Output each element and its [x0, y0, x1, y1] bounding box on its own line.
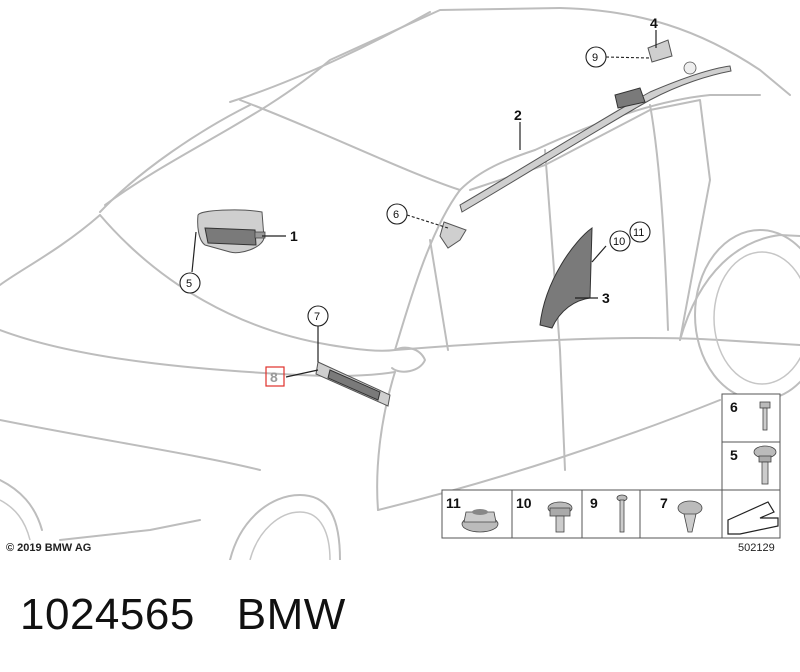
- flange-bolt-icon: [753, 445, 777, 485]
- legend-item-9: 9: [590, 495, 598, 511]
- legend-item-6: 6: [730, 399, 738, 415]
- legend-item-11: 11: [446, 495, 461, 511]
- part-3-side-trim: [539, 227, 593, 329]
- callout-2: 2: [514, 107, 522, 123]
- callout-8: 8: [270, 369, 278, 385]
- fastener-legend: 6 5 11 10 9 7: [441, 393, 781, 539]
- callout-7: 7: [314, 311, 320, 323]
- part-2-curtain-airbag: [459, 61, 732, 213]
- copyright-notice: © 2019 BMW AG: [6, 542, 92, 554]
- footer-caption: 1024565 BMW: [20, 590, 346, 640]
- callout-9: 9: [592, 52, 598, 64]
- part-4-bracket: [647, 39, 673, 63]
- screw-icon: [759, 401, 771, 431]
- callout-5: 5: [186, 278, 192, 290]
- callout-8-highlight-box: [265, 366, 285, 387]
- wood-screw-icon: [677, 500, 703, 533]
- hex-nut-icon: [461, 509, 499, 533]
- legend-item-5: 5: [730, 447, 738, 463]
- brand-name: BMW: [236, 590, 346, 639]
- part-6-bracket: [439, 221, 467, 249]
- pan-head-screw-icon: [547, 501, 573, 533]
- rivet-icon: [616, 494, 628, 533]
- part-1-airbag-module: [197, 209, 266, 254]
- exploded-parts-diagram: 1 2 3 4 5 6 7 8 9 10 11 6 5 11 10 9 7: [0, 7, 800, 560]
- car-outline: [0, 7, 800, 560]
- callout-3: 3: [602, 290, 610, 306]
- legend-item-10: 10: [516, 495, 532, 511]
- direction-arrow-icon: [727, 501, 779, 535]
- drawing-number: 502129: [738, 542, 775, 554]
- callout-10: 10: [613, 236, 625, 248]
- callout-1: 1: [290, 228, 298, 244]
- part-8-airbag-bar: [315, 361, 391, 407]
- callout-4: 4: [650, 15, 658, 31]
- legend-item-7: 7: [660, 495, 668, 511]
- callout-11: 11: [633, 227, 644, 239]
- callout-6: 6: [393, 209, 399, 221]
- part-number: 1024565: [20, 590, 195, 639]
- leader-lines: [191, 30, 657, 378]
